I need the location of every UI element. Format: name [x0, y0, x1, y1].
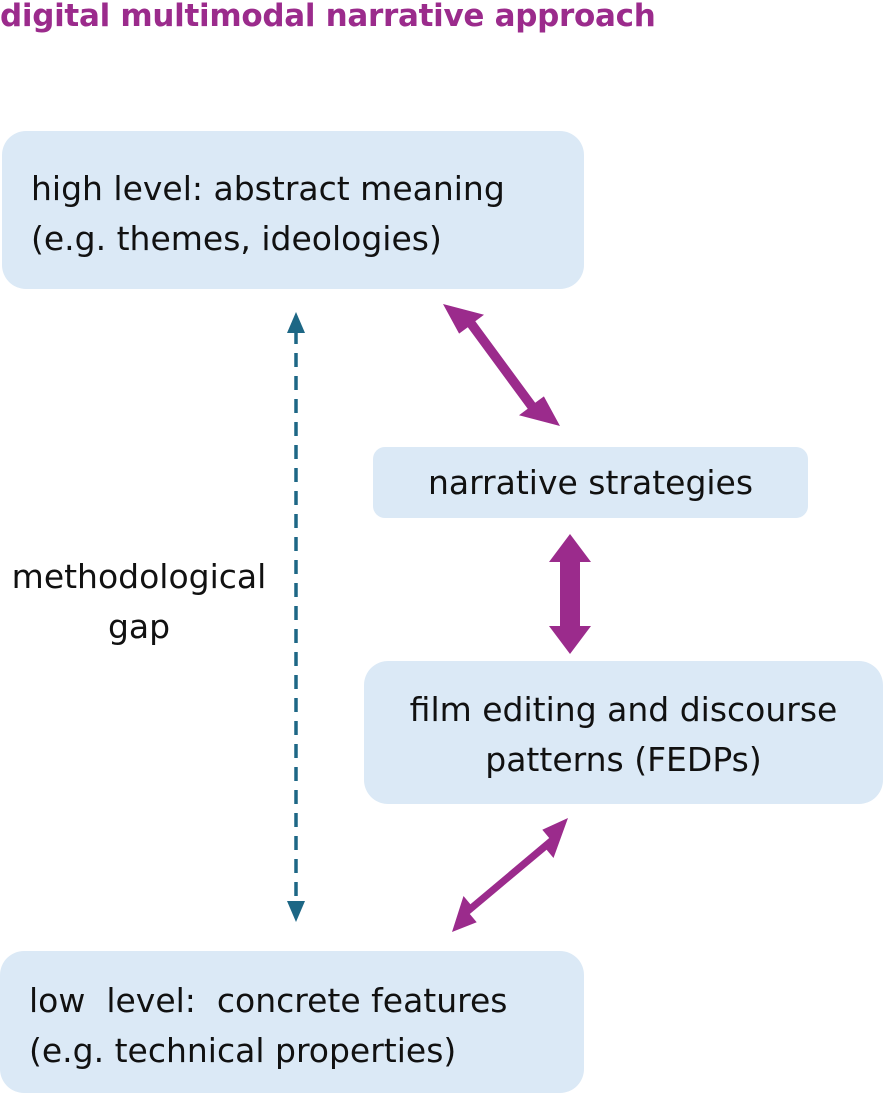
high-level-box: high level: abstract meaning (e.g. theme…	[2, 131, 584, 289]
gap-dashed-arrow	[287, 312, 305, 922]
low-level-line-1: low level: concrete features	[29, 981, 508, 1020]
arrow-high-narrative	[443, 304, 560, 426]
arrow-fedp-low	[452, 818, 568, 932]
narrative-strategies-box: narrative strategies	[373, 447, 808, 518]
high-level-line-2: (e.g. themes, ideologies)	[31, 219, 442, 258]
fedp-line-1: film editing and discourse	[409, 690, 838, 729]
gap-arrowhead-down	[287, 901, 305, 922]
diagram-title: digital multimodal narrative approach	[0, 0, 656, 34]
fedp-box: film editing and discourse patterns (FED…	[364, 661, 883, 804]
methodological-gap-label: methodological gap	[0, 552, 278, 652]
gap-label-line-2: gap	[107, 607, 171, 646]
low-level-box: low level: concrete features (e.g. techn…	[0, 951, 584, 1093]
gap-label-line-1: methodological	[11, 557, 267, 596]
arrow-narrative-fedp	[549, 534, 591, 654]
high-level-line-1: high level: abstract meaning	[31, 169, 505, 208]
gap-arrowhead-up	[287, 312, 305, 333]
narrative-strategies-label: narrative strategies	[427, 462, 754, 502]
fedp-line-2: patterns (FEDPs)	[485, 740, 762, 779]
low-level-line-2: (e.g. technical properties)	[29, 1031, 457, 1070]
